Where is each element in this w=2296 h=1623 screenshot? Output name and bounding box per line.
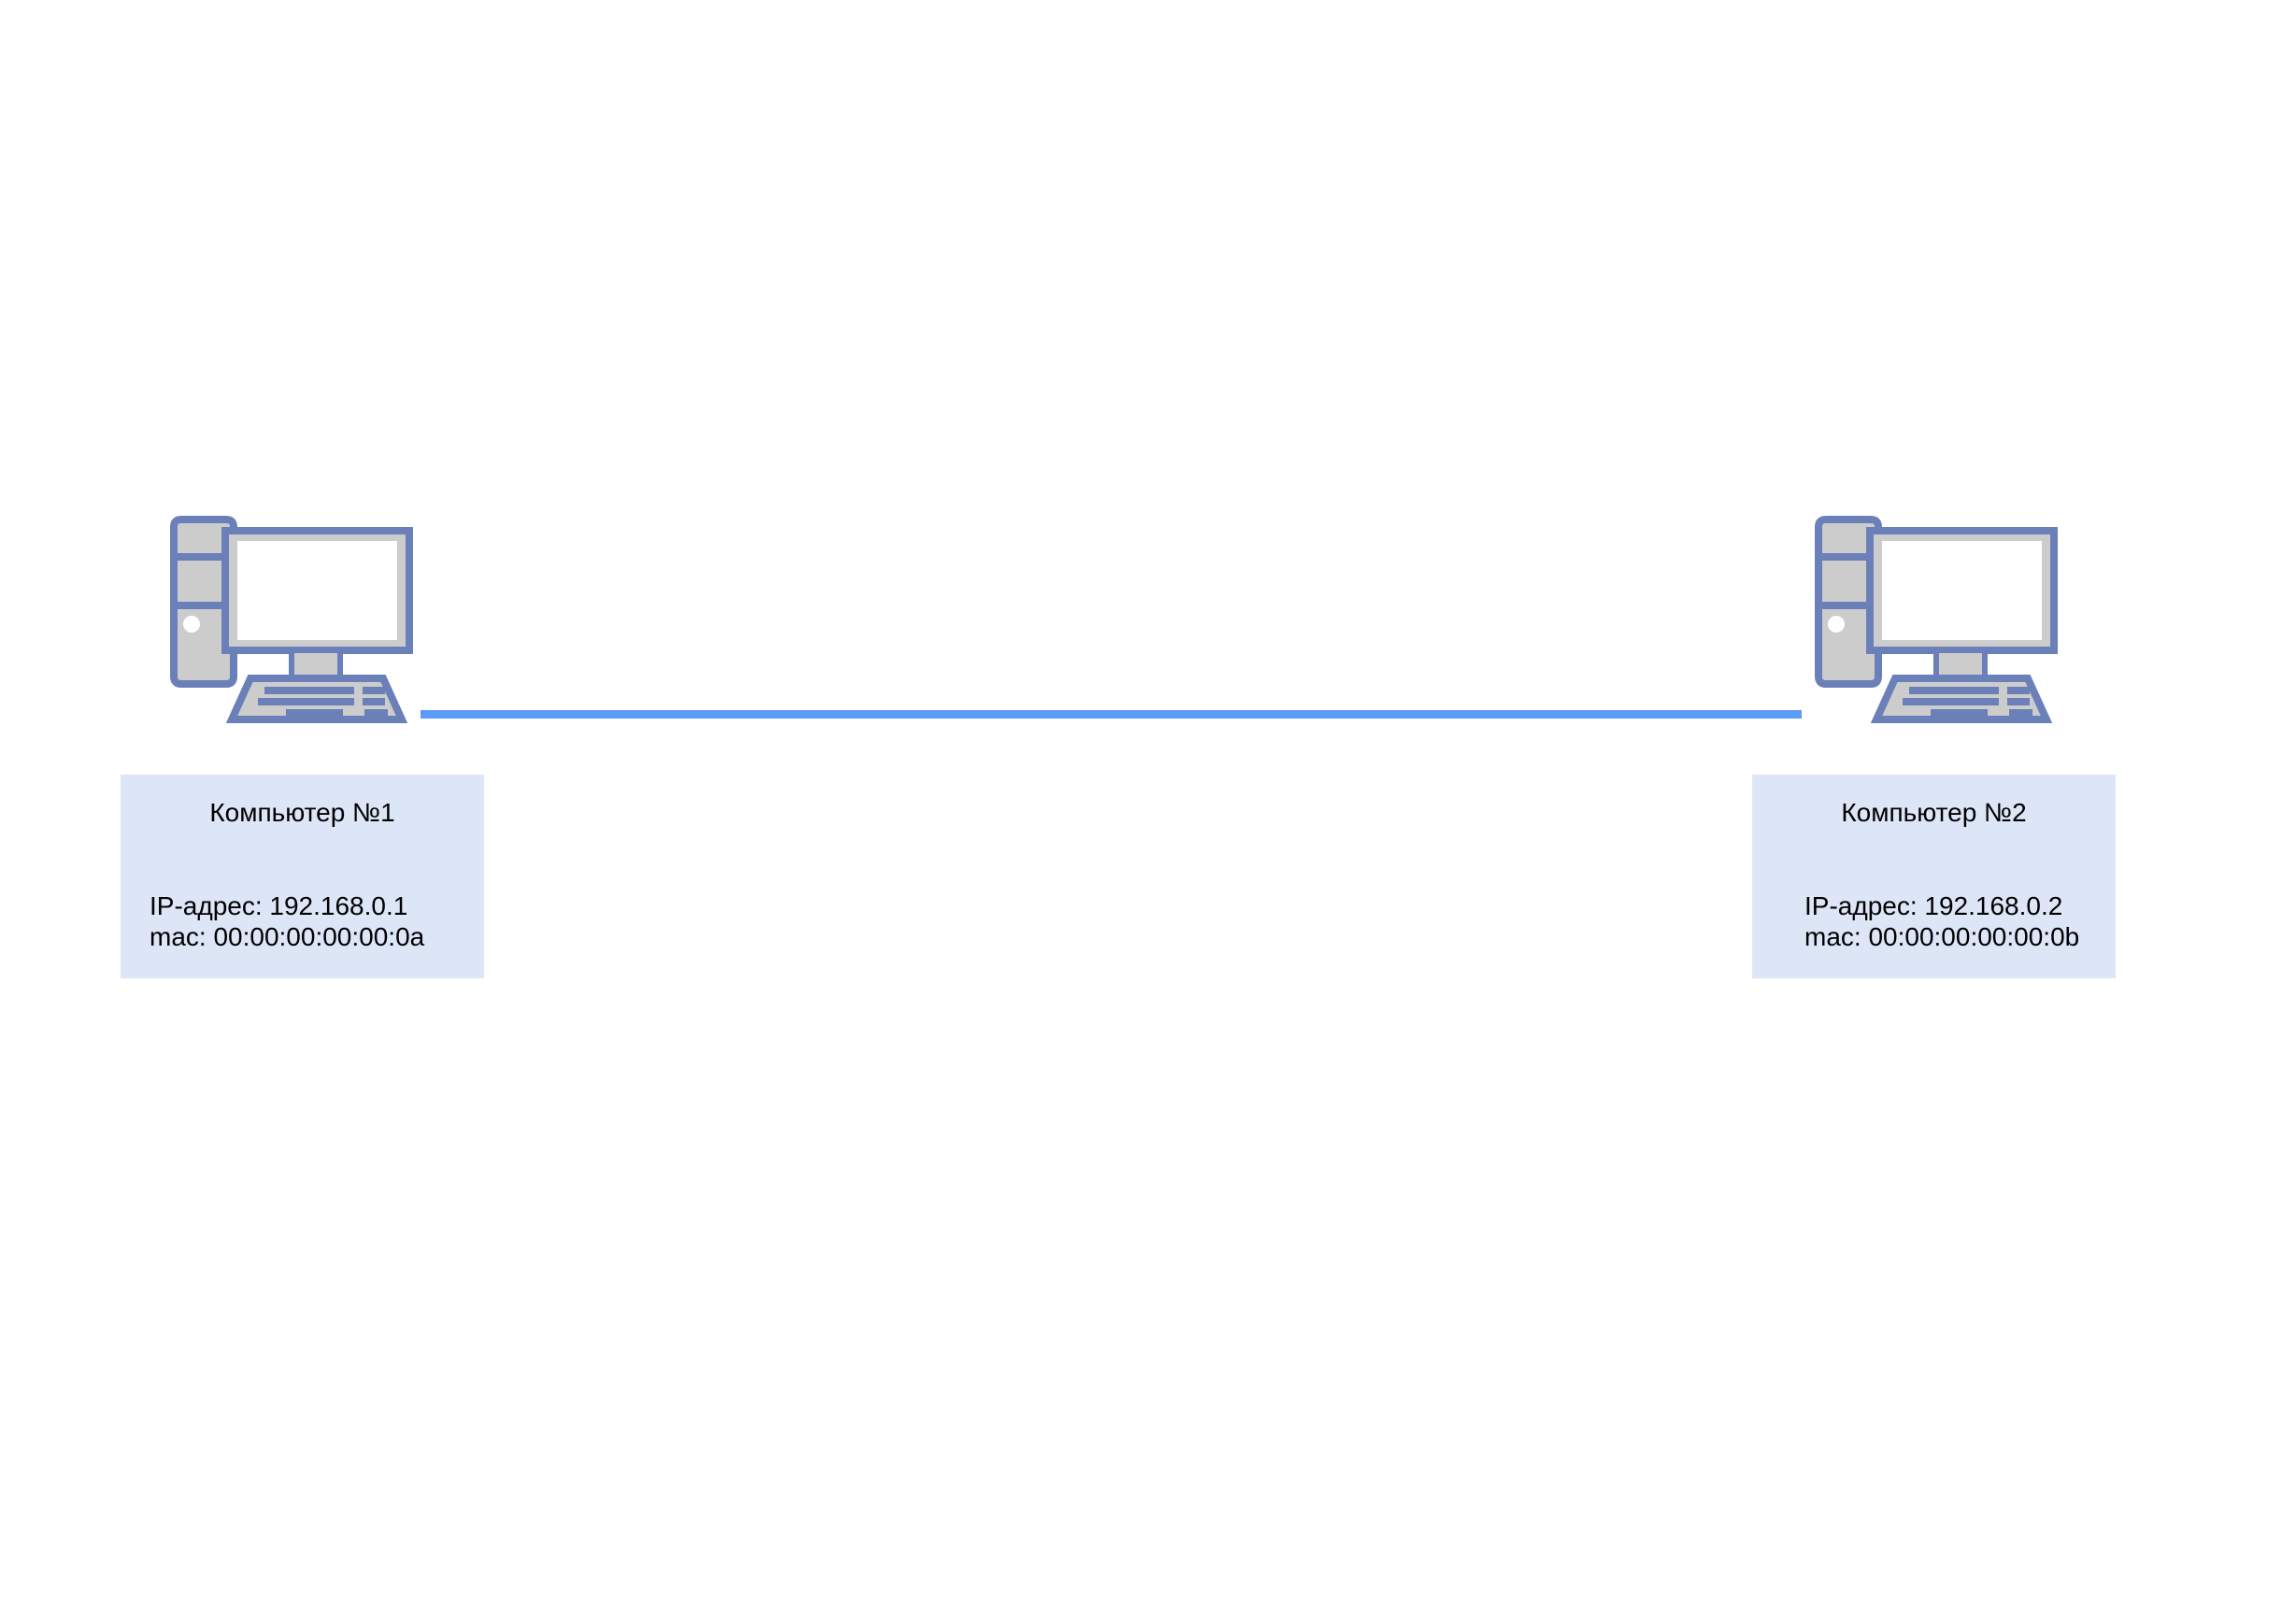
desktop-computer-icon[interactable] [1811,516,2063,729]
computer-1-details: IP-адрес: 192.168.0.1 mac: 00:00:00:00:0… [150,890,424,952]
ethernet-link[interactable] [421,710,1802,719]
computer-2-ip-line: IP-адрес: 192.168.0.2 [1804,891,2063,920]
computer-2-details: IP-адрес: 192.168.0.2 mac: 00:00:00:00:0… [1804,890,2079,952]
desktop-computer-icon[interactable] [166,516,419,729]
computer-2-info-box[interactable]: Компьютер №2 IP-адрес: 192.168.0.2 mac: … [1752,775,2116,978]
computer-1-title: Компьютер №1 [209,798,395,827]
computer-1-ip-line: IP-адрес: 192.168.0.1 [150,891,408,920]
computer-1-info-box[interactable]: Компьютер №1 IP-адрес: 192.168.0.1 mac: … [121,775,484,978]
computer-2-mac-line: mac: 00:00:00:00:00:0b [1804,922,2080,951]
computer-2-title: Компьютер №2 [1841,798,2027,827]
computer-1-mac-line: mac: 00:00:00:00:00:0a [150,922,425,951]
